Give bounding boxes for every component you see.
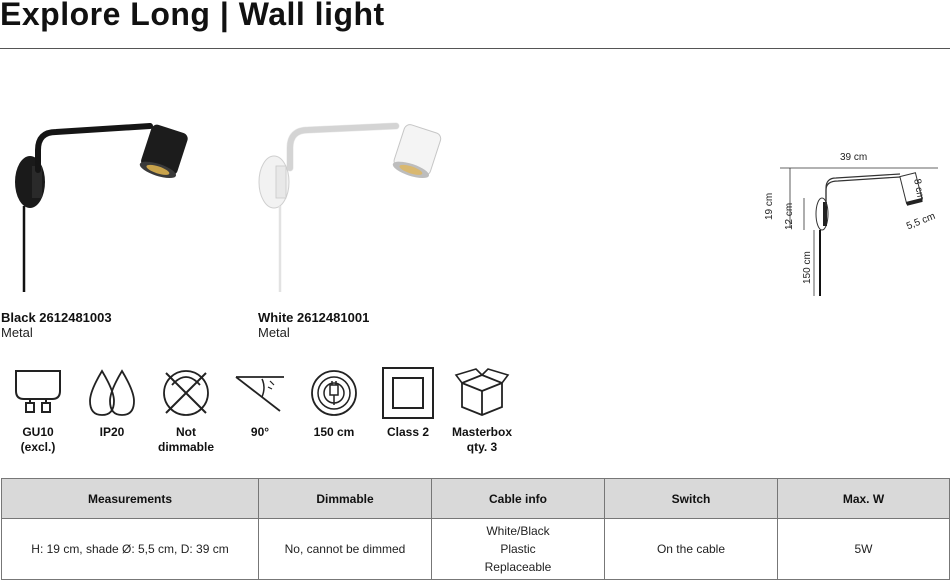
dim-depth-label: 39 cm: [840, 152, 868, 163]
dim-cable-label: 150 cm: [802, 251, 813, 284]
product-black-image: [0, 110, 200, 295]
angle-icon: [232, 365, 288, 421]
class2-icon: [380, 365, 436, 421]
masterbox-label: Masterbox qty. 3: [451, 425, 513, 454]
gu10-icon: [10, 365, 66, 421]
not-dimmable-icon: [158, 365, 214, 421]
spec-table: Measurements Dimmable Cable info Switch …: [1, 478, 950, 580]
spec-table-header-row: Measurements Dimmable Cable info Switch …: [1, 478, 950, 519]
cell-max-w: 5W: [777, 518, 950, 580]
dim-plate-label: 12 cm: [784, 202, 795, 230]
cable-info-line: Replaceable: [484, 560, 552, 574]
spec-table-row: H: 19 cm, shade Ø: 5,5 cm, D: 39 cm No, …: [1, 518, 950, 580]
cell-switch: On the cable: [604, 518, 778, 580]
ip20-label: IP20: [99, 425, 125, 439]
gu10-label: GU10 (excl.): [20, 425, 56, 454]
cable-info-line: Plastic: [500, 542, 536, 556]
header-cable-info: Cable info: [431, 478, 605, 519]
cable-info-line: White/Black: [486, 524, 550, 538]
masterbox-icon: [454, 365, 510, 421]
dim-height-label: 19 cm: [764, 192, 775, 220]
header-switch: Switch: [604, 478, 778, 519]
class2-label: Class 2: [386, 425, 430, 439]
ip20-icon: [84, 365, 140, 421]
product-white-material: Metal: [258, 325, 290, 340]
product-black-material: Metal: [1, 325, 33, 340]
header-dimmable: Dimmable: [258, 478, 432, 519]
cell-dimmable: No, cannot be dimmed: [258, 518, 432, 580]
dimension-drawing: 39 cm 8 cm 5,5 cm 19 cm 12 cm 150 cm: [760, 148, 950, 298]
cell-cable-info: White/Black Plastic Replaceable: [431, 518, 605, 580]
product-white-image: [250, 110, 450, 295]
header-max-w: Max. W: [777, 478, 950, 519]
page-title: Explore Long | Wall light: [0, 0, 385, 32]
header-measurements: Measurements: [1, 478, 259, 519]
cable-label: 150 cm: [313, 425, 355, 439]
product-black-name: Black 2612481003: [1, 310, 112, 325]
product-white-name: White 2612481001: [258, 310, 370, 325]
cable-icon: [306, 365, 362, 421]
title-divider: [0, 48, 950, 49]
angle-label: 90°: [250, 425, 270, 439]
cell-measurements: H: 19 cm, shade Ø: 5,5 cm, D: 39 cm: [1, 518, 259, 580]
not-dimmable-label: Not dimmable: [157, 425, 214, 454]
